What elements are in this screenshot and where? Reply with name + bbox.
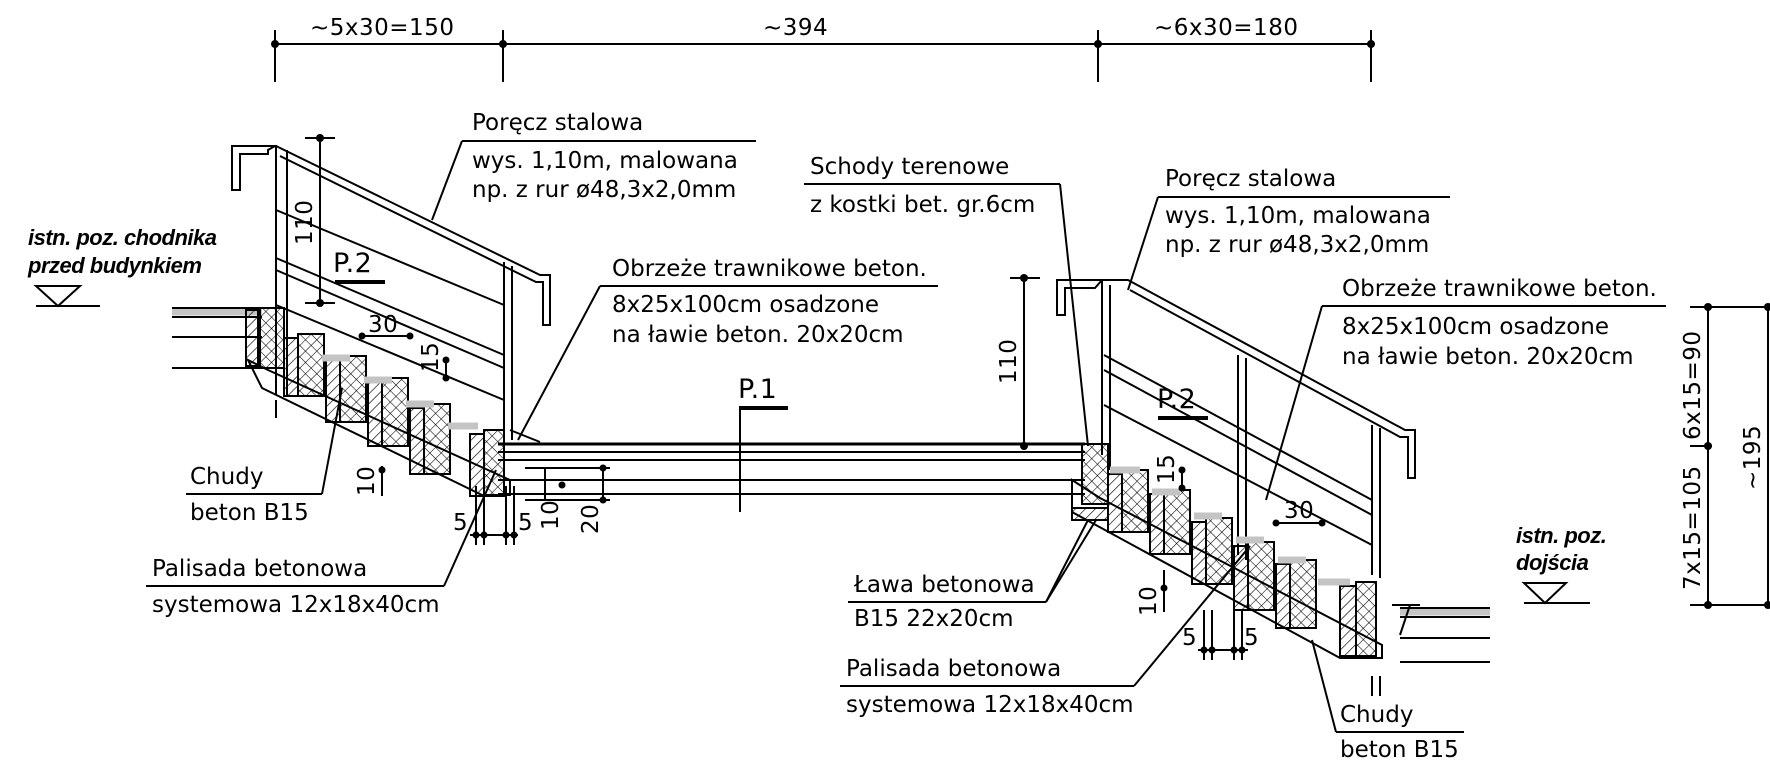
level-left-line1: istn. poz. chodnika (28, 225, 217, 250)
left-5b: 5 (518, 510, 533, 536)
section-p2-left-label: P.2 (333, 248, 372, 279)
right-dimension-chain: 6x15=90 7x15=105 ~195 (1680, 303, 1770, 609)
right-5a: 5 (1182, 625, 1197, 651)
section-mark-p2-right: P.2 (1157, 384, 1208, 420)
level-right-triangle (1521, 582, 1569, 605)
callout-handrail-left: Poręcz stalowa wys. 1,10m, malowana np. … (431, 110, 756, 221)
landing: 110 (498, 274, 1085, 512)
mid-railing-height: 110 (996, 339, 1022, 384)
left-step-10: 10 (354, 466, 380, 496)
callout-curb-right: Obrzeże trawnikowe beton. 8x25x100cm osa… (1265, 276, 1666, 501)
level-marker-right: istn. poz. dojścia (1516, 523, 1607, 605)
handrail-right-line1: wys. 1,10m, malowana (1165, 203, 1431, 229)
callout-palisade-right: Palisada betonowa systemowa 12x18x40cm (840, 545, 1251, 718)
bench-line1: B15 22x20cm (854, 606, 1014, 632)
right-stair: 15 30 10 5 5 (1056, 279, 1490, 696)
handrail-left-line2: np. z rur ø48,3x2,0mm (472, 177, 736, 203)
right-tread: 30 (1284, 498, 1314, 524)
level-left-line2: przed budynkiem (27, 253, 201, 278)
callout-handrail-right: Poręcz stalowa wys. 1,10m, malowana np. … (1127, 166, 1450, 291)
section-mark-p1: P.1 (738, 374, 788, 410)
palisade-right-line1: systemowa 12x18x40cm (846, 692, 1134, 718)
left-layer-20: 20 (578, 504, 604, 534)
section-mark-p2-left: P.2 (333, 248, 385, 284)
dim-right-upper: 6x15=90 (1680, 330, 1706, 440)
dim-top-right: ~6x30=180 (1154, 15, 1298, 41)
lean-left-line1: beton B15 (190, 500, 309, 526)
lean-right-title: Chudy (1340, 702, 1413, 728)
handrail-right-line2: np. z rur ø48,3x2,0mm (1165, 232, 1429, 258)
lean-right-line1: beton B15 (1340, 737, 1459, 763)
stairs-line1: z kostki bet. gr.6cm (810, 192, 1035, 218)
callout-stairs: Schody terenowe z kostki bet. gr.6cm (804, 154, 1089, 447)
palisade-left-line1: systemowa 12x18x40cm (152, 592, 440, 618)
curb-right-title: Obrzeże trawnikowe beton. (1342, 276, 1657, 302)
callout-curb-left: Obrzeże trawnikowe beton. 8x25x100cm osa… (517, 256, 938, 441)
left-handrail (231, 145, 551, 395)
section-p1-label: P.1 (738, 374, 777, 405)
dim-right-lower: 7x15=105 (1680, 465, 1706, 590)
curb-right-line2: na ławie beton. 20x20cm (1342, 344, 1634, 370)
level-right-line2: dojścia (1516, 550, 1589, 575)
callout-palisade-left: Palisada betonowa systemowa 12x18x40cm (146, 469, 497, 618)
callout-bench: Ława betonowa B15 22x20cm (848, 519, 1097, 632)
callout-lean-left: Chudy beton B15 (186, 387, 343, 526)
dim-top-left: ~5x30=150 (310, 15, 454, 41)
right-5b: 5 (1244, 625, 1259, 651)
handrail-left-line1: wys. 1,10m, malowana (472, 148, 738, 174)
bench-title: Ława betonowa (853, 572, 1035, 598)
lean-left-title: Chudy (190, 464, 263, 490)
right-step-10: 10 (1136, 586, 1162, 616)
top-dimension-chain: ~5x30=150 ~394 ~6x30=180 (271, 15, 1375, 82)
palisade-right-title: Palisada betonowa (846, 656, 1061, 682)
level-marker-left: istn. poz. chodnika przed budynkiem (27, 225, 217, 308)
palisade-left-title: Palisada betonowa (152, 556, 367, 582)
right-handrail (1056, 279, 1416, 479)
dim-top-middle: ~394 (763, 15, 828, 41)
left-layer-10: 10 (538, 500, 564, 530)
handrail-left-title: Poręcz stalowa (472, 110, 643, 136)
section-p2-right-label: P.2 (1157, 384, 1196, 415)
stairs-title: Schody terenowe (810, 154, 1009, 180)
curb-right-line1: 8x25x100cm osadzone (1342, 314, 1609, 340)
curb-left-title: Obrzeże trawnikowe beton. (612, 256, 927, 282)
level-left-triangle (33, 285, 83, 308)
callout-lean-right: Chudy beton B15 (1311, 639, 1464, 763)
dim-right-total: ~195 (1740, 425, 1766, 490)
left-railing-height: 110 (292, 200, 318, 245)
left-5a: 5 (453, 510, 468, 536)
left-riser: 15 (418, 342, 444, 372)
curb-left-line1: 8x25x100cm osadzone (612, 292, 879, 318)
handrail-right-title: Poręcz stalowa (1165, 166, 1336, 192)
left-tread: 30 (368, 312, 398, 338)
level-right-line1: istn. poz. (1516, 523, 1606, 548)
curb-left-line2: na ławie beton. 20x20cm (612, 322, 904, 348)
right-riser: 15 (1154, 454, 1180, 484)
